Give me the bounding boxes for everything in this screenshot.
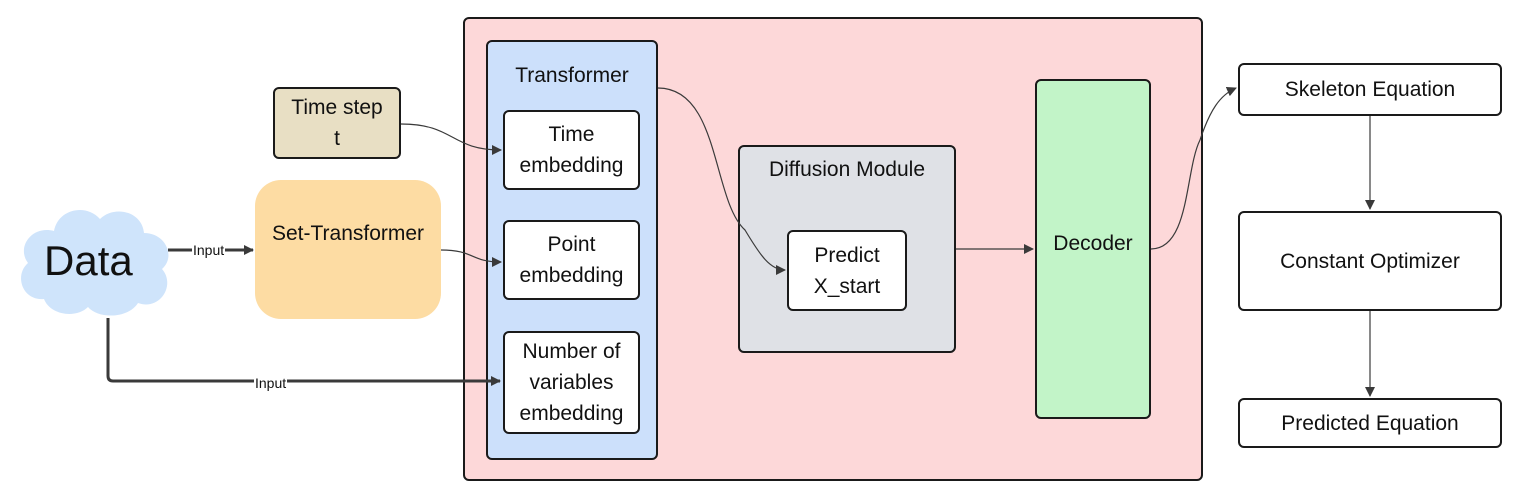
data-cloud xyxy=(21,209,169,316)
skeleton-equation-label: Skeleton Equation xyxy=(1284,78,1456,101)
time-step-line2: t xyxy=(334,127,340,150)
edge-label-input-numvars: Input xyxy=(254,375,288,391)
numvars-line3: embedding xyxy=(519,402,624,425)
predict-line2: X_start xyxy=(813,274,881,298)
predict-line1: Predict xyxy=(814,243,880,267)
numvars-line1: Number of xyxy=(522,340,621,363)
time-embedding-line1: Time xyxy=(548,123,595,146)
point-embedding-box: Point embedding xyxy=(503,220,640,300)
point-embedding-line1: Point xyxy=(547,233,596,256)
edge-transformer-to-predict xyxy=(657,87,786,275)
constant-optimizer-box: Constant Optimizer xyxy=(1238,211,1502,311)
predicted-equation-label: Predicted Equation xyxy=(1281,411,1459,435)
skeleton-equation-box: Skeleton Equation xyxy=(1238,63,1502,116)
edge-decoder-to-skeleton xyxy=(1150,87,1237,250)
decoder-label: Decoder xyxy=(1053,231,1133,255)
set-transformer-label: Set-Transformer xyxy=(271,222,425,245)
time-embedding-box: Time embedding xyxy=(503,110,640,190)
numvars-line2: variables xyxy=(529,371,614,394)
edge-label-input-set: Input xyxy=(192,242,226,258)
data-label: Data xyxy=(44,237,133,284)
numvars-embedding-box: Number of variables embedding xyxy=(503,331,640,434)
diffusion-module-title: Diffusion Module xyxy=(768,158,926,181)
predicted-equation-box: Predicted Equation xyxy=(1238,398,1502,448)
edge-timestep-to-time-embedding xyxy=(400,123,502,155)
decoder-box: Decoder xyxy=(1035,79,1151,419)
set-transformer-box: Set-Transformer xyxy=(255,180,441,319)
time-step-box: Time step t xyxy=(273,87,401,159)
edge-data-to-numvars xyxy=(106,318,501,386)
constant-optimizer-label: Constant Optimizer xyxy=(1280,249,1460,273)
time-embedding-line2: embedding xyxy=(519,154,624,177)
edge-set-to-point-embedding xyxy=(440,249,502,267)
time-step-line1: Time step xyxy=(291,96,383,119)
point-embedding-line2: embedding xyxy=(519,264,624,287)
transformer-title: Transformer xyxy=(515,64,629,87)
